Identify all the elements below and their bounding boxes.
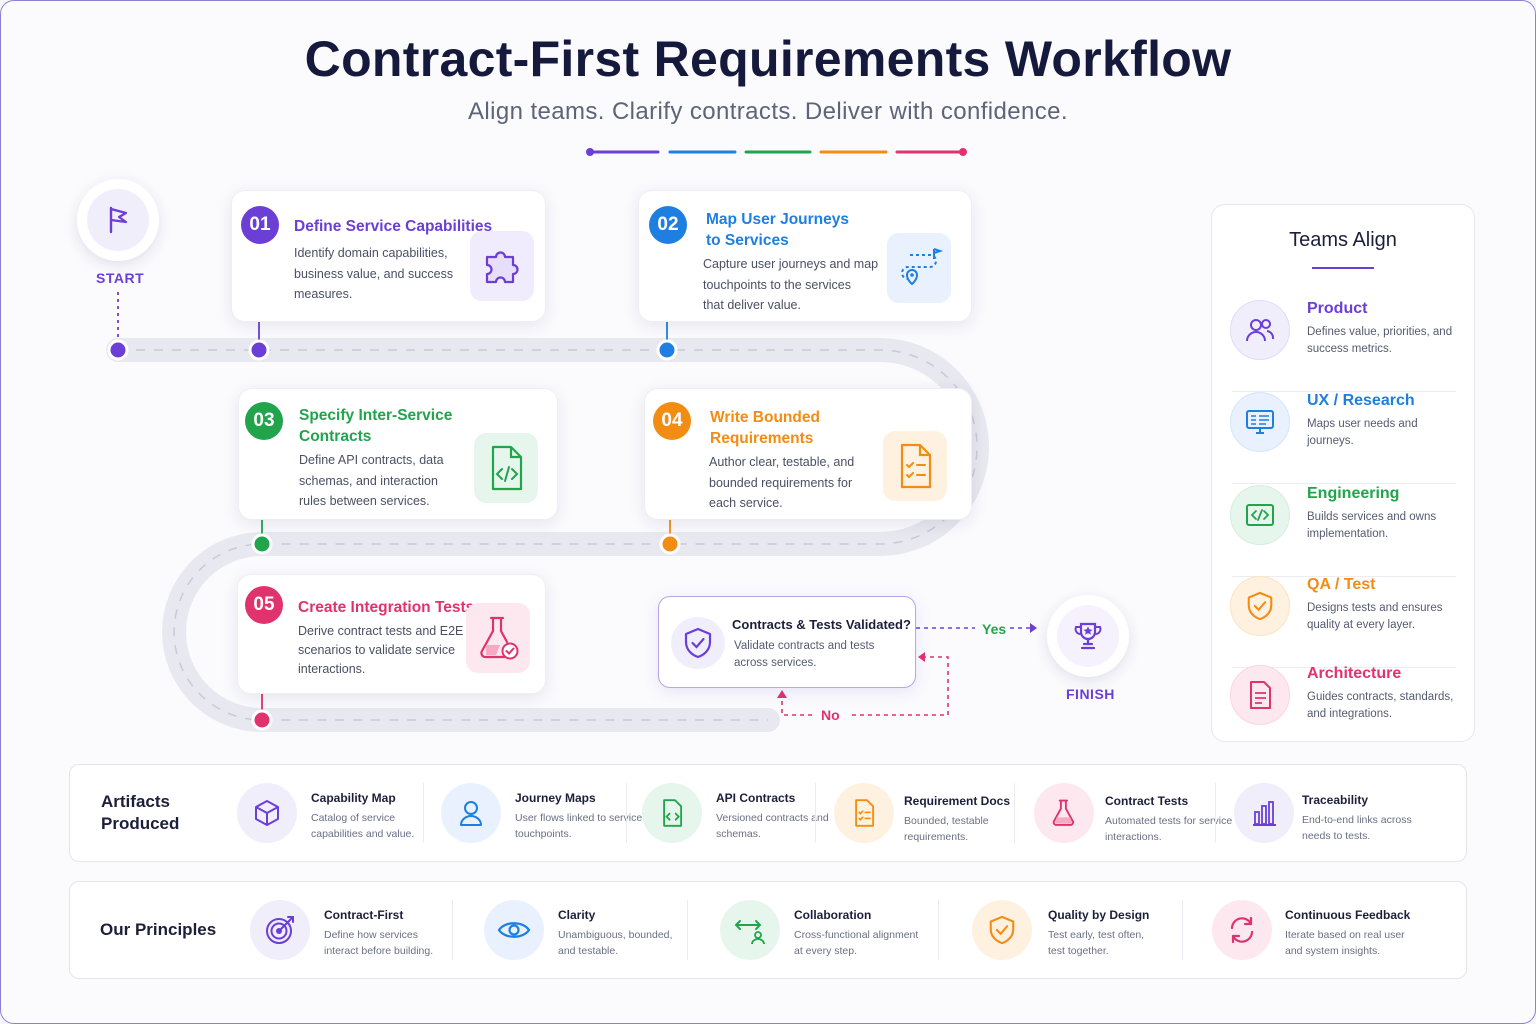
shield-check-icon — [671, 617, 725, 669]
step-title: Specify Inter-Service Contracts — [299, 407, 453, 445]
step-desc: Identify domain capabilities, business v… — [294, 246, 454, 301]
step-number: 03 — [245, 402, 283, 440]
team-product[interactable]: Product Defines value, priorities, and s… — [1212, 300, 1474, 392]
step-title: Map User Journeys to Services — [706, 211, 849, 249]
decision-card[interactable]: Contracts & Tests Validated? Validate co… — [658, 596, 916, 688]
team-name: Product — [1307, 300, 1368, 317]
team-ux-research[interactable]: UX / Research Maps user needs and journe… — [1212, 392, 1474, 484]
step-card-01[interactable]: 01 Define Service Capabilities Identify … — [231, 190, 546, 322]
cube-icon — [237, 783, 297, 843]
finish-node — [1047, 595, 1129, 677]
document-icon — [1230, 665, 1290, 725]
step-number: 02 — [649, 206, 687, 244]
code-file-icon — [642, 783, 702, 843]
team-desc: Builds services and owns implementation. — [1307, 511, 1437, 540]
flag-icon — [109, 206, 128, 234]
team-desc: Guides contracts, standards, and integra… — [1307, 691, 1454, 720]
step-desc: Author clear, testable, and bounded requ… — [709, 455, 855, 510]
principles-title: Our Principles — [100, 920, 217, 939]
puzzle-icon — [470, 231, 534, 301]
team-engineering[interactable]: Engineering Builds services and owns imp… — [1212, 485, 1474, 577]
target-icon — [250, 900, 310, 960]
team-name: Architecture — [1307, 665, 1402, 682]
team-name: QA / Test — [1307, 576, 1376, 593]
users-icon — [1230, 300, 1290, 360]
refresh-icon — [1212, 900, 1272, 960]
teams-title: Teams Align — [1289, 229, 1397, 251]
code-file-icon — [474, 433, 538, 503]
title-color-bar — [586, 148, 967, 156]
page-title: Contract-First Requirements Workflow — [304, 31, 1232, 87]
step-number: 05 — [245, 586, 283, 624]
step-card-02[interactable]: 02 Map User Journeys to Services Capture… — [638, 190, 972, 322]
start-label: START — [96, 270, 145, 286]
checklist-icon — [883, 431, 947, 501]
yes-label: Yes — [982, 621, 1007, 637]
user-icon — [441, 783, 501, 843]
no-label: No — [821, 707, 840, 723]
page-subtitle: Align teams. Clarify contracts. Deliver … — [468, 98, 1068, 125]
team-qa-test[interactable]: QA / Test Designs tests and ensures qual… — [1212, 576, 1474, 668]
artifacts-strip: Artifacts Produced Capability Map Catalo… — [69, 764, 1467, 862]
principles-strip: Our Principles Contract-First Define how… — [69, 881, 1467, 979]
team-desc: Designs tests and ensures quality at eve… — [1307, 602, 1443, 631]
step-desc: Define API contracts, data schemas, and … — [299, 453, 444, 508]
step-card-04[interactable]: 04 Write Bounded Requirements Author cle… — [644, 388, 972, 520]
team-name: UX / Research — [1307, 392, 1415, 409]
team-desc: Defines value, priorities, and success m… — [1307, 326, 1453, 355]
step-desc: Derive contract tests and E2E scenarios … — [298, 624, 464, 676]
flask-icon — [1034, 783, 1094, 843]
route-icon — [887, 233, 951, 303]
teams-panel: Teams Align Product Defines value, prior… — [1211, 204, 1475, 742]
step-number: 01 — [241, 206, 279, 244]
shield-check-icon — [1230, 576, 1290, 636]
step-title: Define Service Capabilities — [294, 218, 493, 235]
step-number: 04 — [653, 402, 691, 440]
team-architecture[interactable]: Architecture Guides contracts, standards… — [1212, 665, 1474, 757]
trophy-icon — [1074, 622, 1102, 650]
step-card-03[interactable]: 03 Specify Inter-Service Contracts Defin… — [238, 388, 558, 520]
eye-icon — [484, 900, 544, 960]
start-node — [77, 179, 159, 261]
shield-check-icon — [972, 900, 1032, 960]
checklist-icon — [834, 783, 894, 843]
teams-title-underline — [1312, 267, 1374, 269]
code-window-icon — [1230, 485, 1290, 545]
team-desc: Maps user needs and journeys. — [1307, 418, 1418, 447]
finish-label: FINISH — [1066, 686, 1115, 702]
step-desc: Capture user journeys and map touchpoint… — [703, 257, 879, 312]
team-name: Engineering — [1307, 485, 1400, 502]
step-card-05[interactable]: 05 Create Integration Tests Derive contr… — [237, 574, 546, 694]
bar-chart-icon — [1234, 783, 1294, 843]
step-title: Create Integration Tests — [298, 599, 475, 616]
decision-desc: Validate contracts and tests across serv… — [734, 640, 875, 669]
decision-title: Contracts & Tests Validated? — [732, 617, 911, 632]
step-title: Write Bounded Requirements — [710, 409, 820, 447]
flask-icon — [466, 603, 530, 673]
arrows-user-icon — [720, 900, 780, 960]
artifacts-title: Artifacts Produced — [101, 792, 180, 833]
monitor-icon — [1230, 392, 1290, 452]
